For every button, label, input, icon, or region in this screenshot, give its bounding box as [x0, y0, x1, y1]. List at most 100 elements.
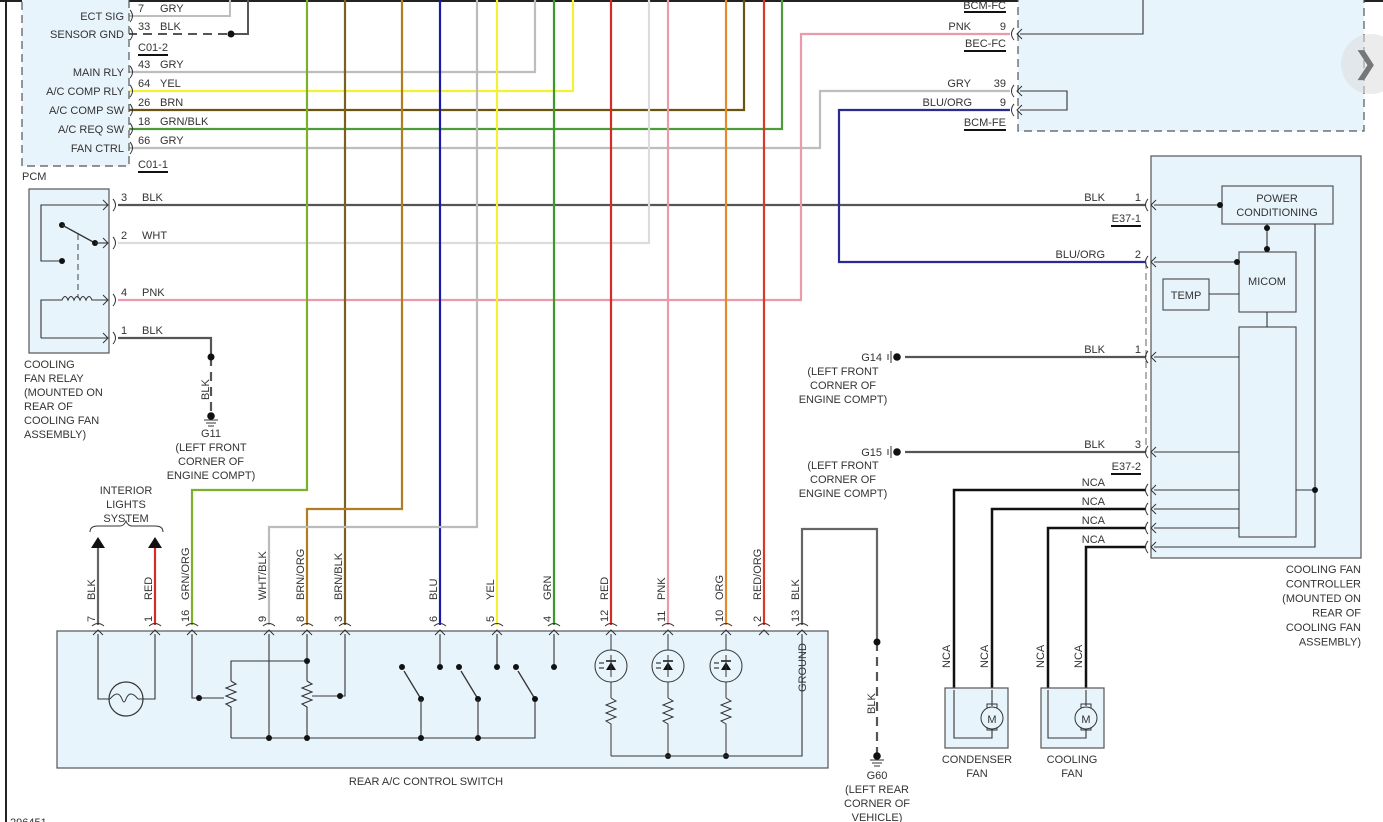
- nca-label: NCA: [979, 644, 991, 668]
- controller-wire-color: BLK: [1084, 439, 1105, 451]
- connector-bcm-fc: BCM-FC: [963, 0, 1006, 12]
- wire-blu-org: [837, 108, 1145, 264]
- pcm-pin-label: ECT SIG: [80, 11, 124, 23]
- switch-wire-color: BLK: [790, 579, 802, 600]
- wire-wht-blk: [267, 0, 479, 625]
- diagram-id: 296451: [10, 817, 47, 822]
- controller-wire-color: NCA: [1082, 477, 1106, 489]
- switch-wire-color: RED: [143, 577, 155, 600]
- nca-label: NCA: [941, 644, 953, 668]
- switch-wire-color: BRN/BLK: [333, 552, 345, 600]
- wire-nca-4: [1084, 545, 1145, 690]
- wire-nca-1: [952, 488, 1145, 690]
- wire-relay-2: [118, 0, 651, 245]
- relay-wire-color: PNK: [142, 287, 165, 299]
- switch-wire-color: BRN/ORG: [295, 549, 307, 600]
- controller-name-line: COOLING FAN: [1286, 622, 1361, 634]
- ground-location-line: ENGINE COMPT): [167, 470, 256, 482]
- cooling-label-2: FAN: [1061, 768, 1082, 780]
- nca-label: NCA: [1035, 644, 1047, 668]
- pcm-pin-label: A/C COMP RLY: [46, 86, 124, 98]
- switch-wire-color: YEL: [485, 579, 497, 600]
- wire-nca-2: [990, 507, 1145, 690]
- relay-wire-color: BLK: [142, 325, 163, 337]
- switch-pin-number: 16: [180, 610, 192, 622]
- condenser-fan: M NCA NCA CONDENSER FAN: [941, 644, 1012, 780]
- connector-bec-fc: BEC-FC: [965, 38, 1006, 50]
- controller-wire-color: NCA: [1082, 496, 1106, 508]
- motor-glyph: M: [1081, 714, 1090, 726]
- splice-dot: [227, 30, 235, 38]
- ground-location-line: (LEFT FRONT: [175, 442, 247, 454]
- relay-name-line: COOLING FAN: [24, 415, 99, 427]
- g11-wire-label: BLK: [200, 379, 212, 400]
- relay-wire-color: WHT: [142, 230, 167, 242]
- wire-main-rly: [128, 0, 537, 74]
- micom-block: [1238, 251, 1297, 313]
- splice-dot: [873, 638, 881, 646]
- ground-label: GROUND: [797, 643, 809, 692]
- cooling-fan-controller: POWER CONDITIONING MICOM TEMP E37-1 E37-…: [1055, 155, 1362, 649]
- pcm-wire-color: GRN/BLK: [160, 116, 209, 128]
- bcm-box: [1017, 0, 1365, 132]
- controller-name-line: REAR OF: [1312, 608, 1361, 620]
- pcm-pin-label: A/C REQ SW: [58, 124, 125, 136]
- controller-wire-color: BLK: [1084, 192, 1105, 204]
- wire-relay-4: [118, 32, 1010, 302]
- condenser-label-2: FAN: [966, 768, 987, 780]
- arrow-up-icon: [91, 537, 105, 548]
- motor-glyph: M: [987, 714, 996, 726]
- g60-id: G60: [867, 770, 888, 782]
- connector-e37-2: E37-2: [1112, 461, 1141, 473]
- controller-wire-color: NCA: [1082, 534, 1106, 546]
- motor-icon: [980, 706, 1004, 730]
- switch-wire-color: GRN/ORG: [180, 547, 192, 600]
- relay-pin-number: 4: [121, 287, 127, 299]
- power-conditioning-block: [1221, 185, 1334, 225]
- pcm-label: PCM: [22, 171, 46, 183]
- wire-grn-org: [190, 0, 309, 625]
- pcm-box: [21, 0, 130, 167]
- next-image-button[interactable]: ❯: [1341, 34, 1383, 94]
- connector-c01-1: C01-1: [138, 159, 168, 171]
- switch-wire-color: BLK: [86, 579, 98, 600]
- controller-wire-color: BLK: [1084, 344, 1105, 356]
- wire-fan-ctrl: [128, 89, 1010, 150]
- switch-pin-number: 4: [542, 616, 554, 622]
- micom-label: MICOM: [1248, 276, 1286, 288]
- power-label-1: POWER: [1256, 193, 1298, 205]
- switch-pin-number: 3: [333, 616, 345, 622]
- wire-ac-comp-rly: [128, 0, 575, 93]
- ground-location-line: LIGHTS: [106, 499, 146, 511]
- ground-location-line: ENGINE COMPT): [799, 394, 888, 406]
- bcm-wire-color: GRY: [947, 78, 971, 90]
- pcm-pin-number: 7: [138, 3, 144, 15]
- switch-pin-number: 9: [257, 616, 269, 622]
- switch-pin-number: 7: [86, 616, 98, 622]
- pcm-pin-number: 66: [138, 135, 150, 147]
- controller-wire-color: BLU/ORG: [1055, 249, 1105, 261]
- switch-pin-number: 6: [428, 616, 440, 622]
- wire-ect-sig: [128, 0, 231, 17]
- pcm-pin-number: 43: [138, 59, 150, 71]
- relay-pin-number: 2: [121, 230, 127, 242]
- condenser-label-1: CONDENSER: [942, 754, 1012, 766]
- switch-pin-number: 1: [143, 616, 155, 622]
- pcm-wire-color: BLK: [160, 21, 181, 33]
- bcm-pin-number: 39: [994, 78, 1006, 90]
- ground-location-line: SYSTEM: [103, 513, 148, 525]
- switch-wire-color: PNK: [656, 577, 668, 600]
- switch-wire-color: RED/ORG: [752, 549, 764, 600]
- bcm-wire-color: BLU/ORG: [922, 97, 972, 109]
- switch-pin-number: 13: [790, 610, 802, 622]
- rear-ac-control-switch: REAR A/C CONTROL SWITCH GROUND 7BLK1RED1…: [56, 547, 829, 788]
- pcm-wire-color: GRY: [160, 3, 184, 15]
- wire-relay-1: [118, 336, 213, 357]
- switch-pin-number: 10: [714, 610, 726, 622]
- relay-box: [28, 188, 110, 354]
